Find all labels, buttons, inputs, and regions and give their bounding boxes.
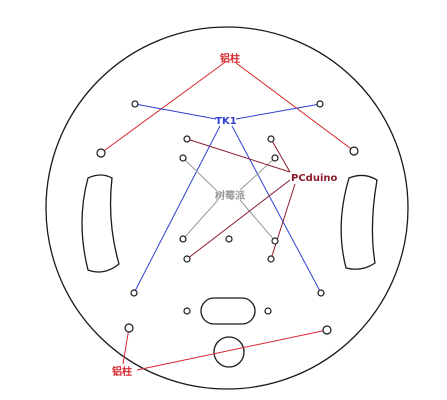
hole-pcduino-2 [267,135,275,143]
label-pcduino: PCduino [291,173,337,184]
leader-pcduino-1 [186,138,291,173]
hole-pcduino-3 [183,255,191,263]
hole-tk1-top-left [131,100,139,108]
label-aluminum-bottom: 铝柱 [112,365,132,378]
leader-tk1-top-right [235,103,321,120]
leader-rpi-top-right [239,157,276,191]
leader-pcduino-2 [270,138,291,173]
hole-rpi-3 [179,235,187,243]
leader-aluminum-bottom-right [136,329,328,371]
leader-rpi-top-left [182,157,217,191]
plate-outline [45,26,409,390]
hole-pcduino-1 [183,135,191,143]
hole-tk1-bottom-right [317,289,325,297]
leader-pcduino-3 [186,179,291,260]
hole-tk1-top-right [316,100,324,108]
leader-pcduino-4 [270,183,296,260]
label-tk1: TK1 [215,116,237,127]
hole-tk1-bottom-left [130,289,138,297]
right-slot [340,174,378,270]
large-bottom-hole [213,336,245,368]
leader-tk1-bottom-right [231,125,322,294]
hole-aluminum-bottom-right [322,325,332,335]
hole-center [225,235,233,243]
hole-aluminum-top-right [349,146,359,156]
hole-rpi-2 [271,154,279,162]
hole-aluminum-bottom-left [124,323,134,333]
hole-slot-right [264,307,272,315]
leader-tk1-bottom-left [133,125,221,294]
mounting-holes [96,100,359,335]
leader-tk1-top-left [134,103,217,120]
hole-slot-left [183,307,191,315]
hole-pcduino-4 [267,255,275,263]
label-aluminum-top: 铝柱 [220,52,240,65]
leader-rpi-bottom-right [239,199,276,242]
hole-rpi-1 [179,154,187,162]
leader-rpi-bottom-left [182,199,219,240]
leader-aluminum-top-right [235,62,355,152]
center-slot [200,297,256,325]
leader-aluminum-bottom-left [122,327,130,365]
label-raspberry-pi: 树莓派 [215,189,246,202]
leader-aluminum-top-left [100,62,225,154]
left-slot [81,174,120,273]
hole-aluminum-top-left [96,148,106,158]
hole-rpi-4 [271,237,279,245]
